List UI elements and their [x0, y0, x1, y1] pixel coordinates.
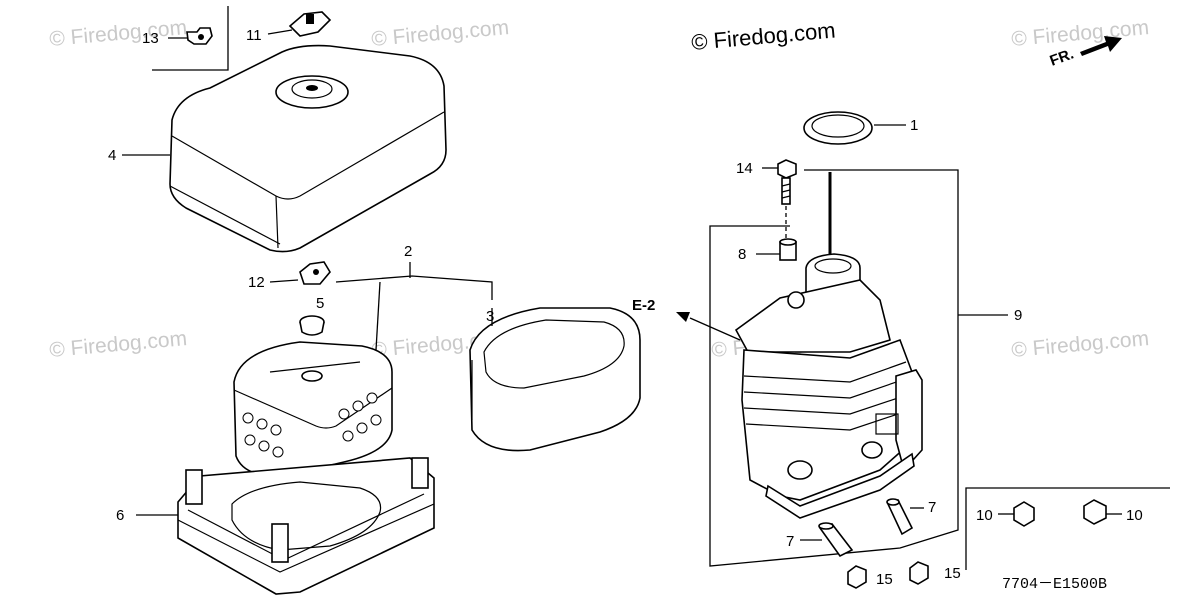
bracket-line-2-left: [375, 281, 381, 351]
callout-15a: 15: [876, 571, 893, 588]
callout-9: 9: [1014, 307, 1022, 324]
callout-10b: 10: [1126, 507, 1143, 524]
part-7-tube-left: [818, 522, 854, 558]
callout-3: 3: [486, 308, 494, 325]
part-8-collar: [779, 238, 797, 261]
part-1-gasket: [803, 111, 873, 145]
callout-7a: 7: [786, 533, 794, 550]
part-5-grommet: [299, 315, 325, 336]
front-label: FR.: [1048, 46, 1077, 70]
diagram-code: 7704－E1500B: [1002, 576, 1107, 593]
part-14-bolt: [777, 159, 797, 205]
part-6-air-cleaner-base: [177, 457, 435, 595]
callout-6: 6: [116, 507, 124, 524]
part-13-clip: [186, 27, 213, 45]
callout-15b: 15: [944, 565, 961, 582]
bracket-line-10: [965, 487, 1170, 570]
bracket-line-9: [709, 169, 959, 567]
bracket-line-13: [152, 6, 229, 71]
part-2-filter-element: [233, 341, 393, 477]
part-3-foam-filter: [469, 307, 641, 452]
part-7-tube-right: [886, 498, 914, 536]
part-15-nut-left: [847, 565, 867, 589]
callout-13: 13: [142, 30, 159, 47]
part-4-air-cleaner-cover: [169, 44, 447, 253]
callout-14: 14: [736, 160, 753, 177]
watermark-top-right: © Firedog.com: [1010, 16, 1150, 51]
part-9-elbow-housing: [734, 172, 923, 519]
watermark-top-left: © Firedog.com: [48, 16, 188, 51]
watermark-top-middle: © Firedog.com: [370, 16, 510, 51]
part-15-nut-right: [909, 561, 929, 585]
reference-arrow-icon: [676, 312, 690, 322]
leader-12: [269, 279, 299, 283]
watermark-mid-right: © Firedog.com: [1010, 327, 1150, 362]
part-11-clip: [288, 11, 332, 37]
callout-5: 5: [316, 295, 324, 312]
callout-7b: 7: [928, 499, 936, 516]
callout-12: 12: [248, 274, 265, 291]
front-arrow-icon: [1080, 36, 1122, 56]
callout-4: 4: [108, 147, 116, 164]
callout-10a: 10: [976, 507, 993, 524]
watermark-top-center-dark: © Firedog.com: [690, 17, 836, 55]
watermark-mid-left: © Firedog.com: [48, 327, 188, 362]
callout-8: 8: [738, 246, 746, 263]
leader-11: [267, 29, 293, 35]
callout-2: 2: [404, 243, 412, 260]
bracket-line-2: [335, 275, 493, 300]
callout-11: 11: [246, 27, 262, 44]
reference-label-e2: E-2: [632, 297, 655, 314]
part-10-nut-left: [1013, 501, 1035, 527]
part-10-nut-right: [1083, 499, 1107, 525]
part-12-clip: [299, 261, 331, 285]
leader-e2: [689, 317, 741, 341]
callout-1: 1: [910, 117, 918, 134]
